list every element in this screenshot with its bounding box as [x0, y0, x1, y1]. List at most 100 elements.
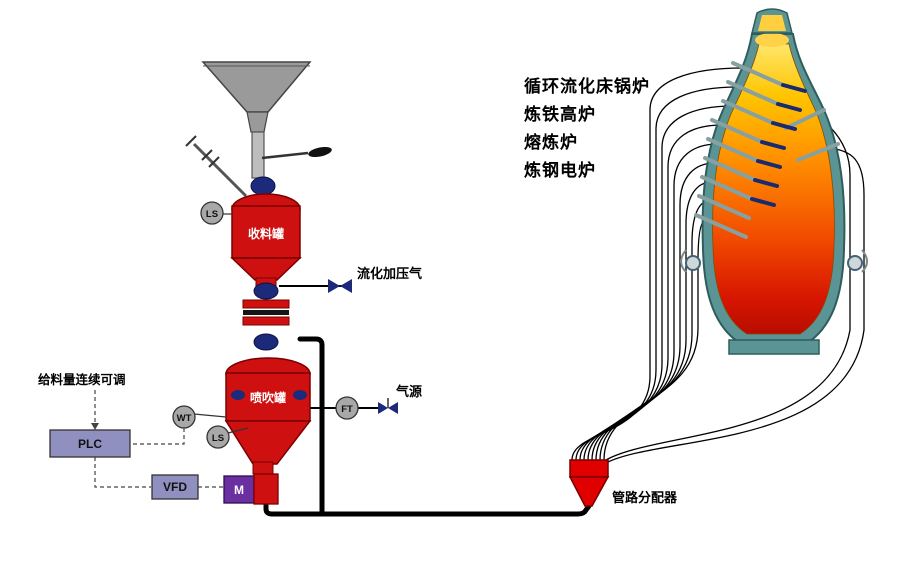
- spool-flange: [242, 299, 290, 309]
- control-signal-lines: [94, 390, 223, 488]
- tank-body: [231, 205, 301, 259]
- injection-lances: [694, 61, 840, 239]
- trunnion-right-hook: [861, 249, 868, 273]
- trunnion-left-hook: [680, 249, 687, 273]
- distributor-label: 管路分配器: [612, 490, 678, 505]
- injection-tank-label: 喷吹罐: [250, 390, 286, 405]
- inlet-pipe: [192, 142, 248, 198]
- weight-transmitter: WT: [172, 405, 227, 429]
- flange-tick: [185, 135, 197, 147]
- conveying-line: [607, 147, 865, 463]
- control-system: 给料量连续可调 PLC VFD M: [38, 372, 279, 505]
- trunnion-right: [847, 255, 863, 271]
- hopper-funnel: [201, 61, 312, 113]
- ft-label: FT: [341, 404, 353, 415]
- tuyere-mark: [753, 178, 779, 188]
- tuyere-mark: [756, 159, 782, 169]
- level-switch-top: LS: [200, 201, 233, 225]
- instrument-circle: [200, 201, 224, 225]
- handwheel-icon: [308, 146, 332, 158]
- level-switch-bottom: LS: [206, 425, 249, 449]
- instrument-circle: [335, 396, 359, 420]
- lance: [796, 142, 840, 162]
- tank-inlet-valve-icon: [250, 176, 276, 196]
- lance: [703, 156, 757, 182]
- tuyere-mark: [781, 83, 807, 93]
- hopper-tube: [251, 131, 265, 179]
- conveying-line: [583, 124, 723, 461]
- conveying-line: [595, 181, 713, 461]
- conveying-line: [603, 219, 707, 461]
- conveying-pipelines: [571, 67, 865, 463]
- flange-tick: [201, 149, 213, 161]
- tuyere-mark: [750, 197, 776, 207]
- furnace-cap-glow: [758, 15, 786, 31]
- wt-label: WT: [177, 413, 192, 424]
- ls-bottom-label: LS: [212, 433, 224, 444]
- receiving-tank-label: 收料罐: [248, 226, 284, 241]
- tuyere-mark: [776, 102, 802, 112]
- spool-flange: [242, 316, 290, 326]
- lance: [710, 118, 764, 144]
- lance: [784, 108, 826, 130]
- spool-valve-icon: [253, 333, 279, 351]
- plc-box: [49, 429, 131, 458]
- intertank-spool: [242, 282, 290, 351]
- instrument-lead: [193, 413, 227, 418]
- tuyere-mark: [760, 140, 786, 150]
- distributor-body: [569, 459, 609, 478]
- vfd-label: VFD: [163, 480, 187, 494]
- pipeline-distributor: 管路分配器: [568, 459, 678, 507]
- fluidizing-gas-line: 流化加压气: [279, 266, 422, 293]
- valve-icon: [340, 279, 352, 293]
- arrowhead: [91, 423, 99, 430]
- distributor-cone: [568, 476, 610, 507]
- signal-line: [131, 428, 185, 445]
- lance: [731, 61, 785, 87]
- lance: [721, 99, 775, 125]
- signal-line: [94, 457, 151, 488]
- spool-valve-icon: [253, 282, 279, 300]
- lance: [700, 175, 754, 201]
- fluidizing-gas-label: 流化加压气: [357, 266, 422, 281]
- valve-icon: [378, 402, 388, 414]
- conveying-line: [599, 200, 710, 461]
- lance: [697, 194, 751, 220]
- tank-cone: [230, 257, 302, 281]
- lance: [726, 80, 780, 106]
- fluidizing-nozzle-icon: [293, 390, 307, 400]
- application-item: 熔炼炉: [524, 132, 578, 152]
- flange-tick: [208, 156, 220, 168]
- receiving-tank: 收料罐: [230, 176, 302, 287]
- valve-icon: [388, 402, 398, 414]
- instrument-lead: [227, 427, 249, 434]
- application-item: 炼钢电炉: [524, 160, 596, 180]
- tank-cone: [224, 420, 312, 465]
- spool-joint: [243, 310, 289, 315]
- furnace: [680, 8, 868, 355]
- instrument-circle: [206, 425, 230, 449]
- gas-source-label: 气源: [396, 384, 422, 399]
- gas-source-line: FT 气源: [310, 384, 422, 420]
- application-item: 炼铁高炉: [524, 104, 596, 124]
- lance: [706, 137, 760, 163]
- feed-note: 给料量连续可调: [38, 372, 126, 387]
- tank-neck-bottom: [252, 461, 274, 475]
- conveying-line: [605, 113, 851, 461]
- rotary-feeder: [253, 473, 279, 505]
- furnace-stand: [728, 339, 820, 355]
- tuyere-marks: [750, 83, 807, 207]
- valve-icon: [328, 279, 340, 293]
- equalizing-pipe: [297, 336, 325, 517]
- ls-top-label: LS: [206, 209, 218, 220]
- motor-label: M: [234, 483, 244, 497]
- application-item: 循环流化床锅炉: [524, 76, 650, 96]
- plc-label: PLC: [78, 437, 102, 451]
- injection-tank: 喷吹罐: [224, 357, 312, 475]
- discharge-pipe: [263, 499, 592, 517]
- lance: [694, 213, 748, 239]
- conveying-line: [587, 143, 719, 461]
- application-list: 循环流化床锅炉 炼铁高炉 熔炼炉 炼钢电炉: [524, 76, 650, 180]
